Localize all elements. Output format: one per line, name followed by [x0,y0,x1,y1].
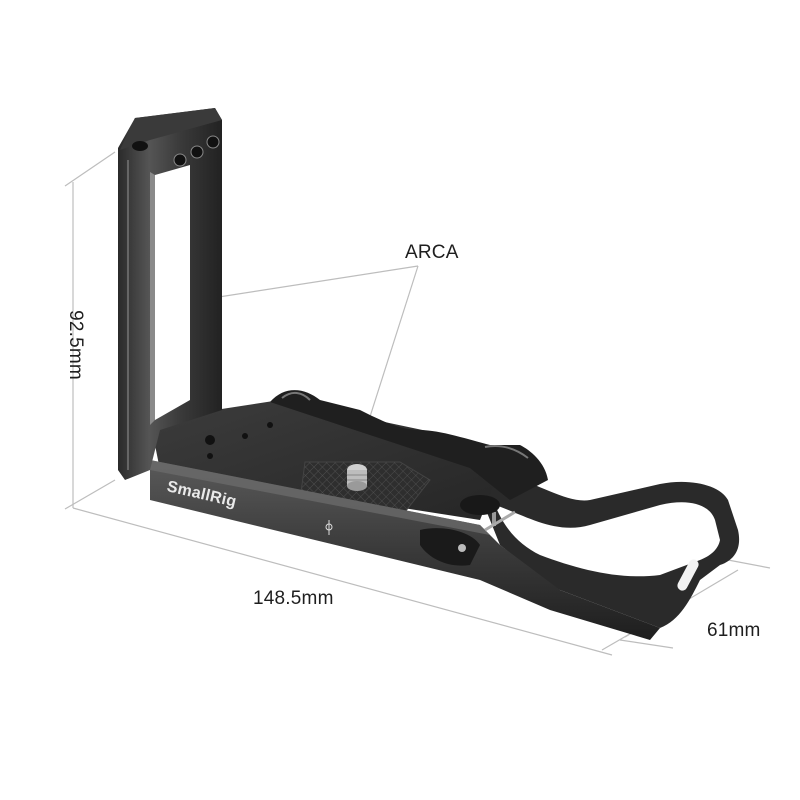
height-dimension-label: 92.5mm [64,310,86,380]
vertical-upright [118,108,222,480]
base-plate [150,390,740,640]
width-dimension-label: 148.5mm [253,588,334,609]
depth-dimension-label: 61mm [707,620,761,641]
arca-label: ARCA [405,242,459,263]
